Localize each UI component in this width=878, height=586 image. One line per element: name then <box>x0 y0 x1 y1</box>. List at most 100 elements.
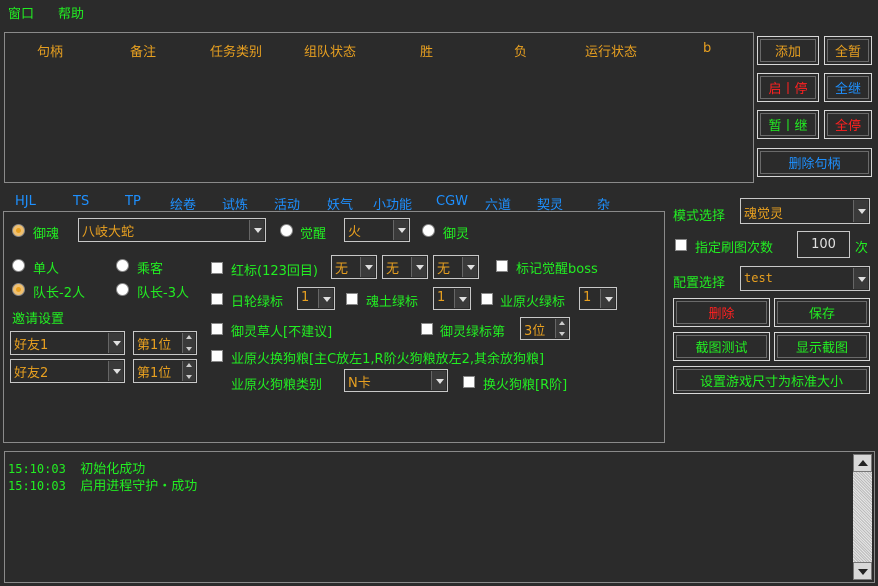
tab-event[interactable]: 活动 <box>274 198 301 213</box>
fire-green-select[interactable]: 1 <box>579 287 617 310</box>
chevron-down-icon <box>454 289 469 308</box>
times-label: 指定刷图次数 <box>695 241 774 256</box>
tab-demon[interactable]: 妖气 <box>327 198 354 213</box>
radio-leader-3[interactable] <box>116 283 129 296</box>
delete-config-button[interactable]: 删除 <box>673 298 770 327</box>
fire-green-checkbox[interactable] <box>481 293 493 305</box>
chevron-down-icon <box>108 361 123 381</box>
tab-misc[interactable]: 杂 <box>597 198 611 213</box>
mode-select[interactable]: 魂觉灵 <box>740 198 870 224</box>
tab-contract[interactable]: 契灵 <box>537 198 564 213</box>
arrow-down-icon <box>858 569 868 575</box>
col-note[interactable]: 备注 <box>130 45 157 60</box>
swap-fire-dogfood-label: 换火狗粮[R阶] <box>483 378 568 393</box>
col-run-status[interactable]: 运行状态 <box>585 45 638 60</box>
log-message: 启用进程守护・成功 <box>80 479 198 494</box>
tab-scroll[interactable]: 绘卷 <box>170 198 197 213</box>
chevron-down-icon <box>853 268 868 289</box>
sun-green-checkbox[interactable] <box>211 293 223 305</box>
red-mark-label: 红标(123回目) <box>231 264 318 279</box>
menu-bar: 窗口 帮助 <box>0 0 878 24</box>
red-mark-3-select[interactable]: 无 <box>433 255 479 279</box>
friend1-position-spinner[interactable]: 第1位 <box>133 331 197 355</box>
log-panel[interactable]: 15:10:03 初始化成功 15:10:03 启用进程守护・成功 <box>4 451 875 583</box>
mark-awaken-boss-label: 标记觉醒boss <box>516 262 598 277</box>
resume-all-button[interactable]: 全继 <box>824 73 872 102</box>
scroll-down-button[interactable] <box>853 562 872 580</box>
yuling-grass-label: 御灵草人[不建议] <box>231 325 333 340</box>
col-win[interactable]: 胜 <box>420 45 434 60</box>
tab-small-func[interactable]: 小功能 <box>373 198 413 213</box>
chevron-down-icon <box>393 220 408 240</box>
fire-dogfood-type-label: 业原火狗粮类别 <box>231 378 323 393</box>
menu-window[interactable]: 窗口 <box>8 7 35 22</box>
friend2-position-spinner[interactable]: 第1位 <box>133 359 197 383</box>
pause-all-button[interactable]: 全暂 <box>824 36 872 65</box>
swap-fire-dogfood-checkbox[interactable] <box>463 376 475 388</box>
save-config-button[interactable]: 保存 <box>774 298 870 327</box>
pause-resume-button[interactable]: 暂丨继 <box>757 110 819 139</box>
col-b[interactable]: b <box>703 41 712 56</box>
handle-table[interactable]: 句柄 备注 任务类别 组队状态 胜 负 运行状态 b <box>4 32 754 183</box>
config-select[interactable]: test <box>740 266 870 291</box>
friend2-select[interactable]: 好友2 <box>10 359 125 383</box>
spinner-arrows-icon[interactable] <box>555 319 568 338</box>
tab-six-ways[interactable]: 六道 <box>485 198 512 213</box>
times-unit: 次 <box>855 241 869 256</box>
spinner-arrows-icon[interactable] <box>182 361 195 381</box>
chevron-down-icon <box>411 257 426 277</box>
label-juexing: 觉醒 <box>300 227 327 242</box>
log-scrollbar[interactable] <box>853 454 872 580</box>
chevron-down-icon <box>600 289 615 308</box>
col-team-status[interactable]: 组队状态 <box>304 45 357 60</box>
sun-green-label: 日轮绿标 <box>231 295 284 310</box>
spinner-arrows-icon[interactable] <box>182 333 195 353</box>
set-game-size-button[interactable]: 设置游戏尺寸为标准大小 <box>673 366 870 394</box>
radio-yuling[interactable] <box>422 224 435 237</box>
log-line: 15:10:03 初始化成功 <box>8 458 145 477</box>
label-solo: 单人 <box>33 262 60 277</box>
label-leader-2: 队长-2人 <box>33 286 85 301</box>
start-stop-button[interactable]: 启丨停 <box>757 73 819 102</box>
red-mark-checkbox[interactable] <box>211 262 223 274</box>
tab-tp[interactable]: TP <box>125 194 141 209</box>
add-button[interactable]: 添加 <box>757 36 819 65</box>
yuling-grass-checkbox[interactable] <box>211 323 223 335</box>
times-checkbox[interactable] <box>675 239 687 251</box>
fire-dogfood-type-select[interactable]: N卡 <box>344 369 448 392</box>
col-handle[interactable]: 句柄 <box>37 45 64 60</box>
label-yuhun: 御魂 <box>33 227 60 242</box>
sun-green-select[interactable]: 1 <box>297 287 335 310</box>
times-input[interactable]: 100 <box>797 231 850 258</box>
friend1-select[interactable]: 好友1 <box>10 331 125 355</box>
red-mark-2-select[interactable]: 无 <box>382 255 428 279</box>
scroll-up-button[interactable] <box>853 454 872 472</box>
radio-juexing[interactable] <box>280 224 293 237</box>
element-select[interactable]: 火 <box>344 218 410 242</box>
col-lose[interactable]: 负 <box>514 45 528 60</box>
radio-solo[interactable] <box>12 259 25 272</box>
delete-handle-button[interactable]: 删除句柄 <box>757 148 872 177</box>
tab-trial[interactable]: 试炼 <box>222 198 249 213</box>
soil-green-select[interactable]: 1 <box>433 287 471 310</box>
yuling-green-checkbox[interactable] <box>421 323 433 335</box>
yuling-green-spinner[interactable]: 3位 <box>520 317 570 340</box>
col-task-type[interactable]: 任务类别 <box>210 45 263 60</box>
arrow-up-icon <box>858 460 868 466</box>
stop-all-button[interactable]: 全停 <box>824 110 872 139</box>
soil-green-checkbox[interactable] <box>346 293 358 305</box>
mark-awaken-boss-checkbox[interactable] <box>496 260 508 272</box>
dungeon-select[interactable]: 八岐大蛇 <box>78 218 266 242</box>
menu-help[interactable]: 帮助 <box>58 7 85 22</box>
screenshot-test-button[interactable]: 截图测试 <box>673 332 770 361</box>
red-mark-1-select[interactable]: 无 <box>331 255 377 279</box>
invite-settings-title: 邀请设置 <box>12 312 65 327</box>
tab-ts[interactable]: TS <box>73 194 90 209</box>
tab-hjl[interactable]: HJL <box>15 194 36 209</box>
radio-passenger[interactable] <box>116 259 129 272</box>
tab-cgw[interactable]: CGW <box>436 194 469 209</box>
radio-yuhun[interactable] <box>12 224 25 237</box>
fire-dogfood-checkbox[interactable] <box>211 350 223 362</box>
radio-leader-2[interactable] <box>12 283 25 296</box>
show-screenshot-button[interactable]: 显示截图 <box>774 332 870 361</box>
